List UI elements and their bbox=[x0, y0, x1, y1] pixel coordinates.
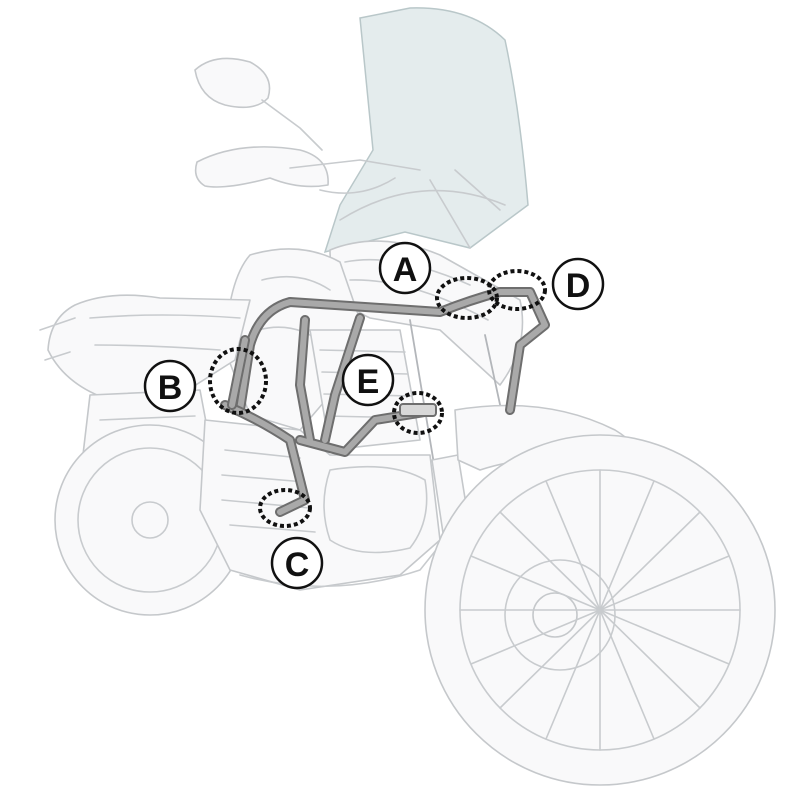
crash-bar-upper-loop bbox=[237, 289, 548, 413]
callout-a-letter: A bbox=[393, 251, 418, 289]
rear-bodywork bbox=[47, 294, 251, 401]
mount-ring-c bbox=[258, 488, 312, 528]
left-mirror bbox=[194, 57, 271, 109]
callout-c: C bbox=[270, 536, 324, 590]
left-mirror-stem bbox=[261, 99, 323, 151]
handlebar bbox=[289, 159, 421, 171]
callout-a: A bbox=[378, 241, 432, 295]
crash-bar-lower-loop bbox=[222, 315, 428, 515]
callout-e-letter: E bbox=[357, 363, 380, 401]
front-hub bbox=[532, 592, 578, 638]
mounting-point-markers bbox=[208, 269, 547, 528]
crash-bar bbox=[220, 287, 550, 517]
seat-line bbox=[89, 314, 241, 351]
windscreen-bracket bbox=[429, 169, 501, 249]
mount-ring-e bbox=[392, 391, 444, 435]
rear-rack bbox=[39, 317, 76, 361]
front-wheel-spokes bbox=[459, 469, 741, 751]
rear-hub bbox=[131, 501, 169, 539]
callout-d-letter: D bbox=[566, 267, 591, 305]
callout-e: E bbox=[341, 353, 395, 407]
windscreen-inner-line bbox=[339, 189, 506, 221]
callout-b-letter: B bbox=[158, 369, 183, 407]
mount-ring-a bbox=[435, 276, 499, 320]
windscreen bbox=[323, 7, 529, 254]
skid-plate bbox=[239, 544, 441, 588]
engine-fins bbox=[221, 449, 316, 533]
callout-b: B bbox=[143, 359, 197, 413]
motorcycle-body bbox=[39, 7, 776, 786]
mounting-bracket-e bbox=[399, 403, 437, 417]
crash-bar-front-leg bbox=[229, 337, 248, 408]
mount-ring-b bbox=[208, 347, 268, 415]
left-lever bbox=[319, 177, 396, 194]
engine-cover bbox=[323, 465, 428, 554]
mount-ring-d bbox=[487, 269, 547, 311]
callout-c-letter: C bbox=[285, 546, 310, 584]
callout-d: D bbox=[551, 257, 605, 311]
front-brake-disc bbox=[504, 559, 616, 671]
left-handguard bbox=[194, 146, 329, 188]
